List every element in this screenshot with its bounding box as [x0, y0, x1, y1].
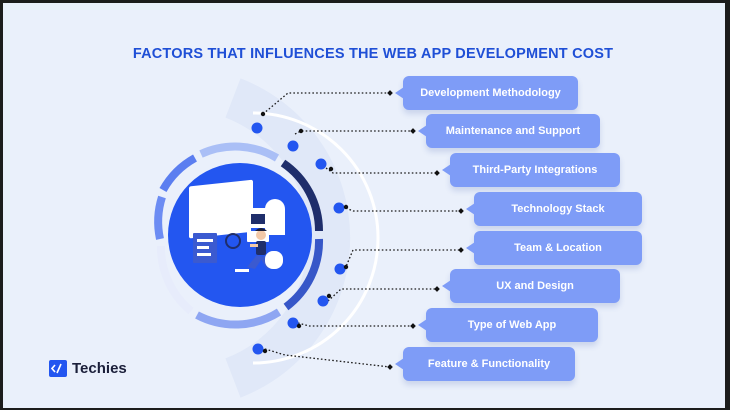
diagram-graphic	[154, 78, 464, 398]
infographic-title: FACTORS THAT INFLUENCES THE WEB APP DEVE…	[132, 46, 614, 62]
code-slash-icon	[49, 360, 67, 377]
connector-dots-large	[251, 122, 346, 355]
connector-dots-small	[260, 111, 349, 354]
background-arc	[225, 78, 351, 398]
white-ring	[252, 111, 380, 365]
factor-pill-third-party-integrations: Third-Party Integrations	[442, 153, 620, 187]
factor-pill-technology-stack: Technology Stack	[466, 192, 642, 226]
factor-pill-maintenance-and-support: Maintenance and Support	[418, 114, 600, 148]
brand-name: Techies	[72, 360, 127, 377]
factor-pill-ux-and-design: UX and Design	[442, 269, 620, 303]
connector-lines	[262, 92, 461, 368]
infographic-card: FACTORS THAT INFLUENCES THE WEB APP DEVE…	[3, 3, 725, 408]
factor-pill-development-methodology: Development Methodology	[395, 76, 578, 110]
segmented-ring	[154, 142, 324, 329]
factor-pill-team-and-location: Team & Location	[466, 231, 642, 265]
web-app-illustration	[189, 179, 285, 272]
connector-diamonds	[387, 90, 464, 370]
factor-pill-type-of-web-app: Type of Web App	[418, 308, 598, 342]
brand-logo: Techies	[49, 360, 127, 377]
factor-pill-feature-and-functionality: Feature & Functionality	[395, 347, 575, 381]
